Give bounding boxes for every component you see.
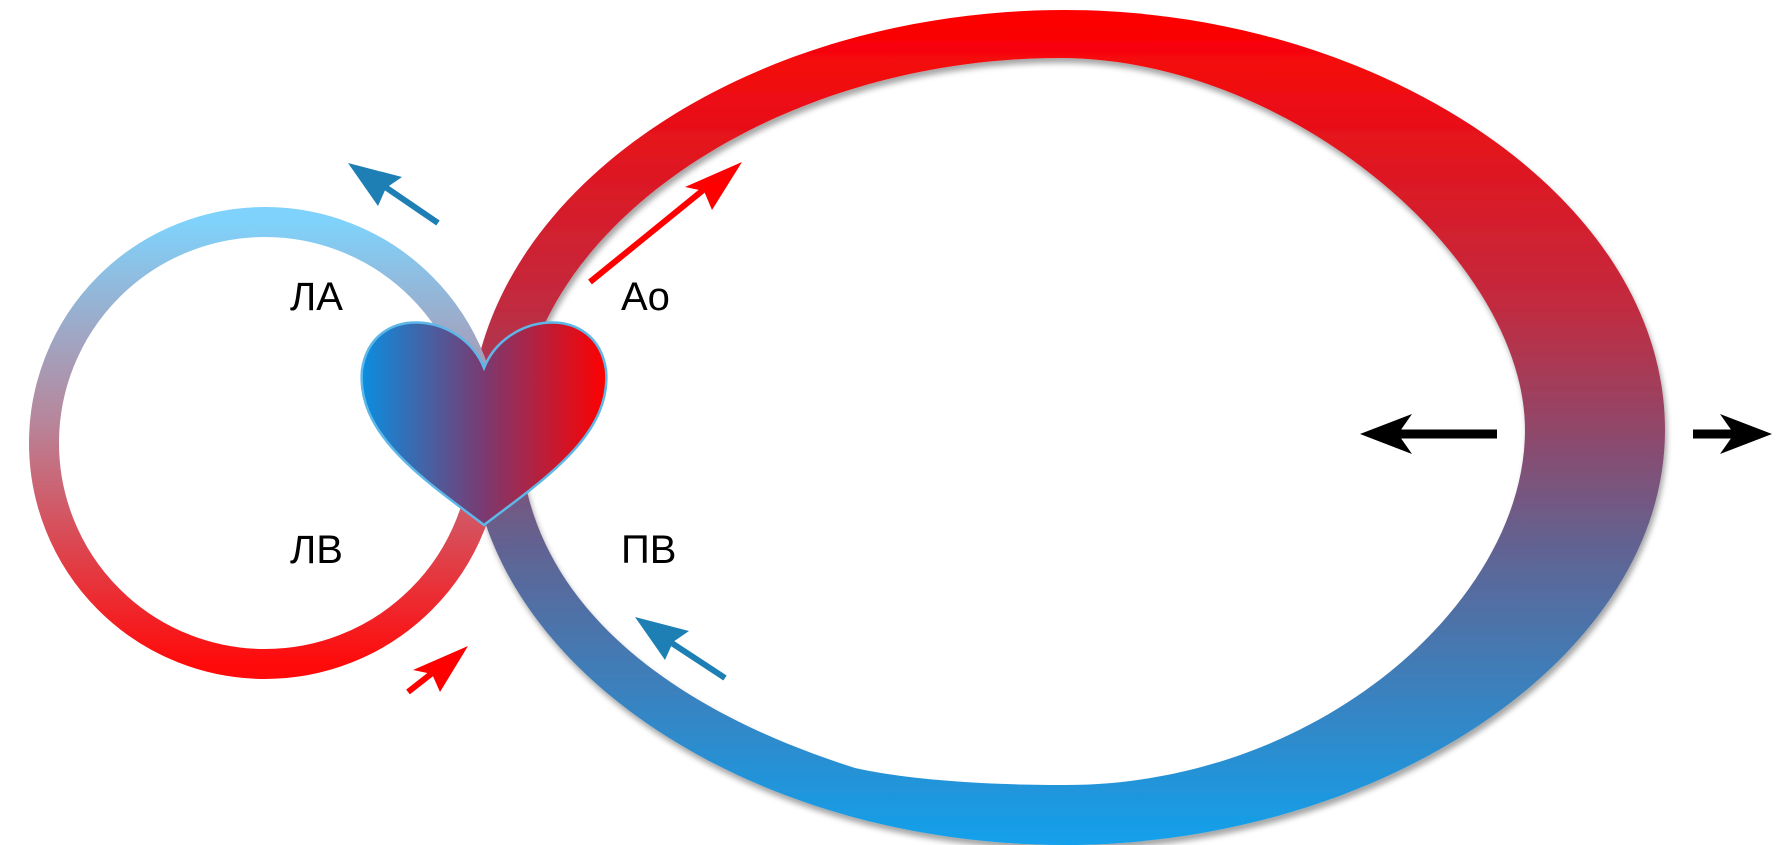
arrow-icon xyxy=(588,162,742,285)
arrow-icon xyxy=(1360,414,1497,454)
aorta-label: Ао xyxy=(621,275,670,319)
left-atrium-label: ЛА xyxy=(290,275,343,319)
heart-icon xyxy=(360,321,608,527)
arrow-icon xyxy=(406,646,468,695)
left-ventricle-label: ЛВ xyxy=(290,528,343,572)
systemic-circulation-ring xyxy=(470,10,1665,845)
right-ventricle-label: ПВ xyxy=(621,528,676,572)
arrow-icon xyxy=(635,617,727,681)
arrow-icon xyxy=(348,163,440,226)
arrow-icon xyxy=(1693,414,1772,454)
